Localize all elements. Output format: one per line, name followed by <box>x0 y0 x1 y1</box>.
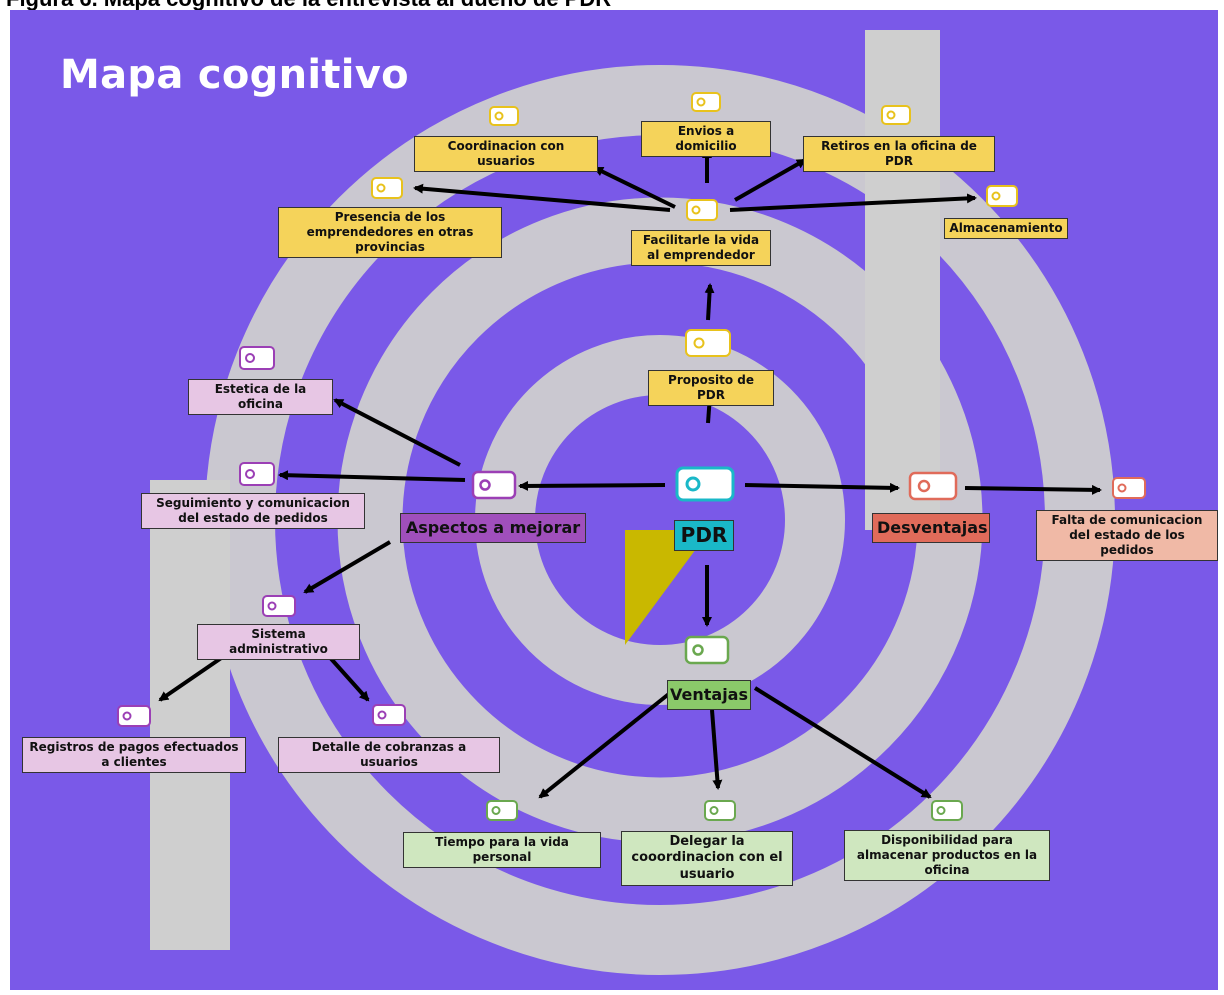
logo-triangle <box>625 530 710 645</box>
tag-icon <box>372 704 406 726</box>
tag-icon <box>686 199 718 221</box>
node-detalle: Detalle de cobranzas a usuarios <box>278 737 500 773</box>
tag-icon <box>704 800 736 821</box>
node-seguimiento: Seguimiento y comunicacion del estado de… <box>141 493 365 529</box>
node-envios: Envios a domicilio <box>641 121 771 157</box>
node-estetica: Estetica de la oficina <box>188 379 333 415</box>
tag-icon <box>691 92 721 112</box>
tag-icon <box>262 595 296 617</box>
tag-icon <box>1112 477 1146 499</box>
figure-caption: Figura 6. Mapa cognitivo de la entrevist… <box>6 0 611 12</box>
node-almacenamiento: Almacenamiento <box>944 218 1068 239</box>
tag-icon <box>675 466 735 502</box>
tag-icon <box>486 800 518 821</box>
node-retiros: Retiros en la oficina de PDR <box>803 136 995 172</box>
tag-icons <box>117 92 1146 821</box>
tag-icon <box>908 471 958 501</box>
tag-icon <box>489 106 519 126</box>
node-sistema: Sistema administrativo <box>197 624 360 660</box>
map-title: Mapa cognitivo <box>60 52 409 98</box>
tag-icon <box>239 462 275 486</box>
cognitive-map-canvas: Mapa cognitivo Coordinacion con usuarios… <box>10 10 1218 990</box>
tag-icon <box>117 705 151 727</box>
node-facilitar: Facilitarle la vida al emprendedor <box>631 230 771 266</box>
node-ventajas: Ventajas <box>667 680 751 710</box>
tag-icon <box>371 177 403 199</box>
node-proposito: Proposito de PDR <box>648 370 774 406</box>
tag-icon <box>471 470 517 500</box>
node-delegar: Delegar la cooordinacion con el usuario <box>621 831 793 886</box>
tag-icon <box>685 329 731 357</box>
node-disponibilidad: Disponibilidad para almacenar productos … <box>844 830 1050 881</box>
node-presencia: Presencia de los emprendedores en otras … <box>278 207 502 258</box>
node-tiempo: Tiempo para la vida personal <box>403 832 601 868</box>
tag-icon <box>881 105 911 125</box>
node-aspectos: Aspectos a mejorar <box>400 513 586 543</box>
node-desventajas: Desventajas <box>872 513 990 543</box>
node-coordinacion: Coordinacion con usuarios <box>414 136 598 172</box>
tag-icon <box>684 635 730 665</box>
node-pdr: PDR <box>674 520 734 551</box>
tag-icon <box>986 185 1018 207</box>
tag-icon <box>239 346 275 370</box>
node-falta: Falta de comunicacion del estado de los … <box>1036 510 1218 561</box>
node-registros: Registros de pagos efectuados a clientes <box>22 737 246 773</box>
tag-icon <box>931 800 963 821</box>
